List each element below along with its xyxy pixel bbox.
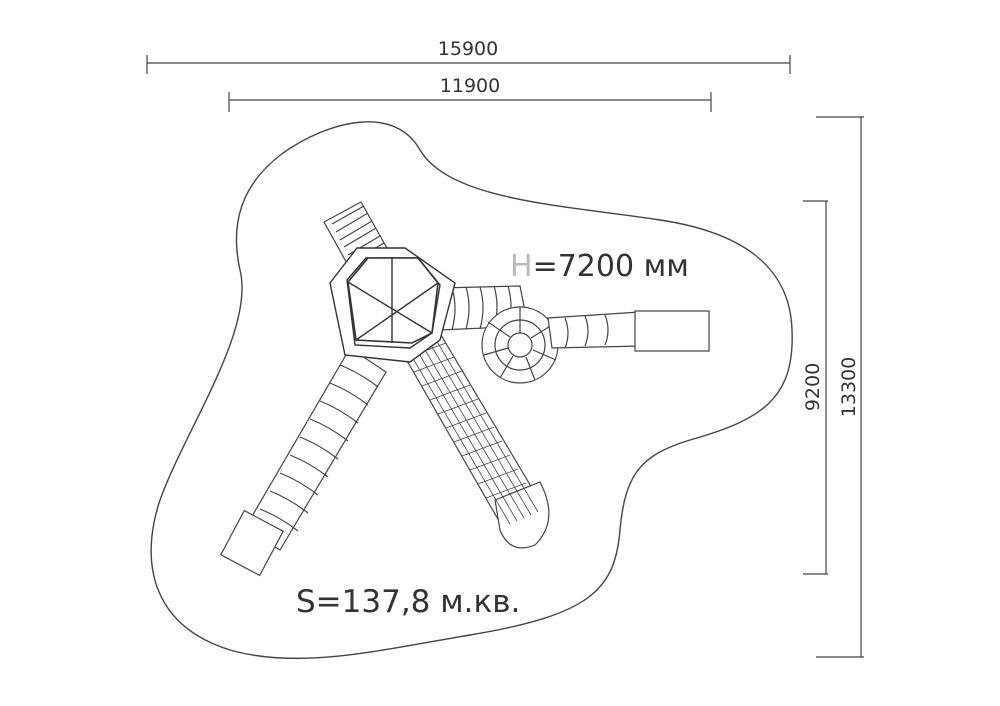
dimension-inner-width-label: 11900 <box>440 75 500 97</box>
hexagonal-tower <box>329 247 456 363</box>
dimension-outer-height-label: 13300 <box>838 357 860 417</box>
dimension-outer-width: 15900 <box>146 38 791 74</box>
tube-slide-left <box>220 347 387 577</box>
spiral-slide <box>481 306 559 384</box>
tower-height-prefix: H <box>510 249 533 284</box>
dimension-inner-height-label: 9200 <box>802 363 824 411</box>
tower-height-value: =7200 мм <box>533 249 689 284</box>
dimension-outer-width-label: 15900 <box>438 38 498 60</box>
tower-height-label: H=7200 мм <box>510 249 689 284</box>
safety-zone-outline <box>150 121 793 660</box>
dimension-outer-height: 13300 <box>816 116 864 658</box>
dimension-inner-height: 9200 <box>802 200 828 575</box>
tube-exit-right-end <box>634 310 710 352</box>
tube-exit-right <box>547 310 710 352</box>
dimension-inner-width: 11900 <box>228 75 712 112</box>
mesh-tunnel <box>397 329 550 549</box>
area-label: S=137,8 м.кв. <box>296 584 520 620</box>
